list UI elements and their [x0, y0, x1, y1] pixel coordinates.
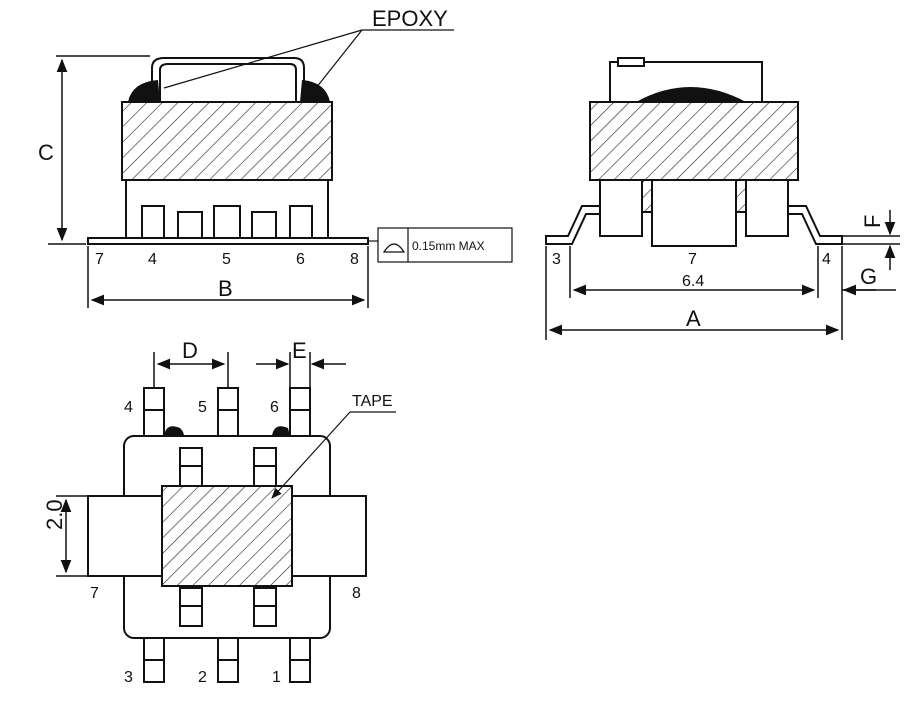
front-pin-8: 8: [350, 251, 359, 268]
pad-right: [291, 495, 367, 577]
top-pin-2: 2: [198, 669, 207, 686]
front-pin-6: 6: [296, 251, 305, 268]
dim-c-label: C: [38, 140, 54, 165]
dim-e-label: E: [292, 338, 307, 363]
dim-a-label: A: [686, 306, 701, 331]
top-pin-4: 4: [124, 399, 133, 416]
tape-label: TAPE: [352, 393, 393, 410]
side-pin-7: 7: [688, 251, 697, 268]
front-pin-5: 5: [222, 251, 231, 268]
top-pin-1: 1: [272, 669, 281, 686]
dim-f-label: F: [860, 215, 885, 228]
dim-6-4: [569, 246, 816, 298]
front-view: [87, 57, 369, 245]
dim-e: [256, 352, 346, 388]
front-pin-4: 4: [148, 251, 157, 268]
dim-2-0-label: 2.0: [42, 499, 67, 530]
top-pin-6: 6: [270, 399, 279, 416]
top-view: [87, 387, 367, 683]
dim-f: [842, 210, 900, 270]
pad-left: [87, 495, 163, 577]
dim-b-label: B: [218, 276, 233, 301]
dim-d-label: D: [182, 338, 198, 363]
front-pin-7: 7: [95, 251, 104, 268]
top-pin-8: 8: [352, 585, 361, 602]
dim-2-0: [56, 495, 88, 577]
dim-6-4-label: 6.4: [682, 273, 704, 290]
epoxy-blob-right: [300, 80, 330, 102]
side-epoxy-dome: [636, 87, 746, 102]
epoxy-blob-left: [128, 80, 160, 102]
side-pin-4: 4: [822, 251, 831, 268]
coplanarity-callout: [368, 227, 513, 263]
dim-b: [87, 246, 369, 308]
top-pin-7: 7: [90, 585, 99, 602]
side-pin-3: 3: [552, 251, 561, 268]
coplanarity-text: 0.15mm MAX: [412, 239, 485, 253]
top-pin-5: 5: [198, 399, 207, 416]
side-view: [545, 57, 843, 247]
tape-hatched: [161, 485, 293, 587]
pin-plate: [87, 237, 369, 245]
side-core-hatched: [589, 101, 799, 181]
dim-g: [817, 246, 896, 340]
tape-leader: [271, 411, 396, 499]
dim-a: [545, 246, 840, 340]
core-hatched: [121, 101, 333, 181]
top-clip: [151, 57, 305, 102]
dim-d: [153, 352, 229, 388]
epoxy-leader: [163, 29, 454, 89]
epoxy-label: EPOXY: [372, 6, 448, 31]
dim-g-label: G: [860, 264, 877, 289]
dim-c: [48, 55, 150, 245]
top-pin-3: 3: [124, 669, 133, 686]
